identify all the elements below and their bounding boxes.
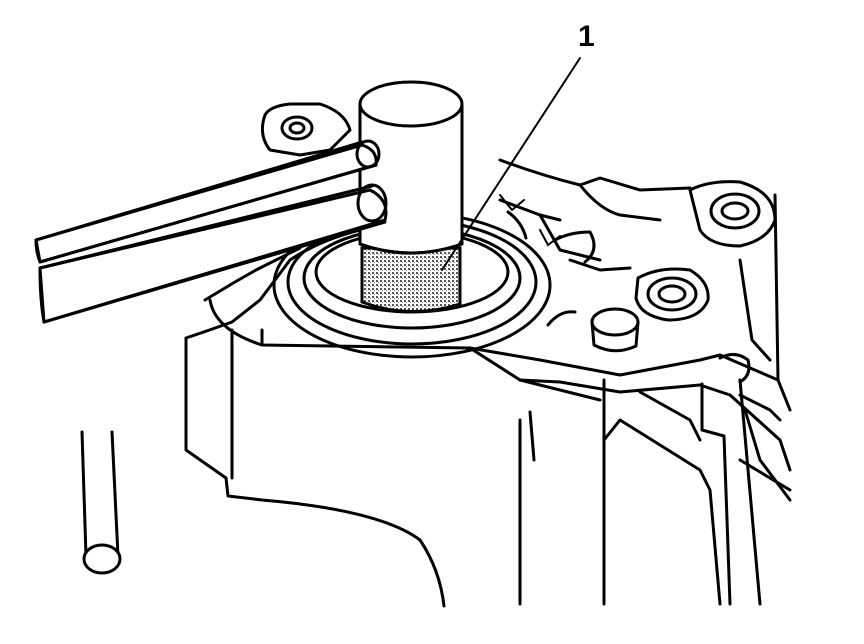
callout-leader-1 xyxy=(441,57,581,271)
dipstick-tube xyxy=(80,430,122,575)
transmission-case xyxy=(184,102,792,608)
callout-label-1: 1 xyxy=(578,20,595,53)
driver-handle xyxy=(34,139,388,324)
